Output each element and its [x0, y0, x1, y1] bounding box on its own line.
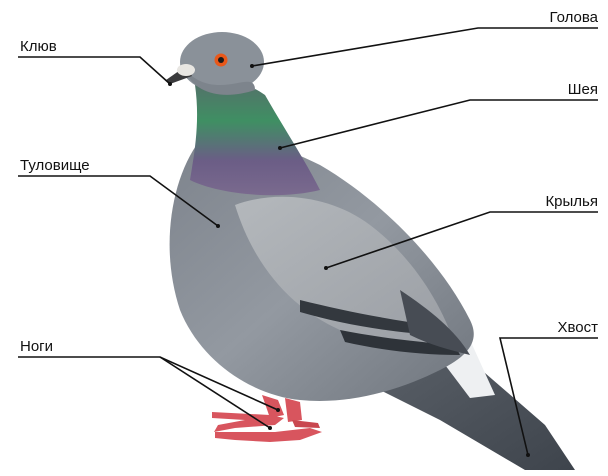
leg-right: [285, 398, 302, 422]
beak-leader: [18, 57, 170, 84]
label-tail: Хвост: [557, 319, 598, 337]
label-neck: Шея: [568, 81, 598, 99]
label-wings: Крылья: [545, 193, 598, 211]
neck-shape: [190, 81, 320, 195]
label-legs: Ноги: [20, 338, 53, 356]
label-body: Туловище: [20, 157, 90, 175]
label-beak: Клюв: [20, 38, 57, 56]
neck-leader: [280, 100, 598, 148]
toes-back: [292, 420, 320, 428]
cere-shape: [177, 64, 195, 76]
head-leader: [252, 28, 598, 66]
leg-left: [262, 395, 284, 418]
toes-right: [215, 428, 322, 442]
eye-pupil: [218, 57, 224, 63]
label-head: Голова: [549, 9, 598, 27]
